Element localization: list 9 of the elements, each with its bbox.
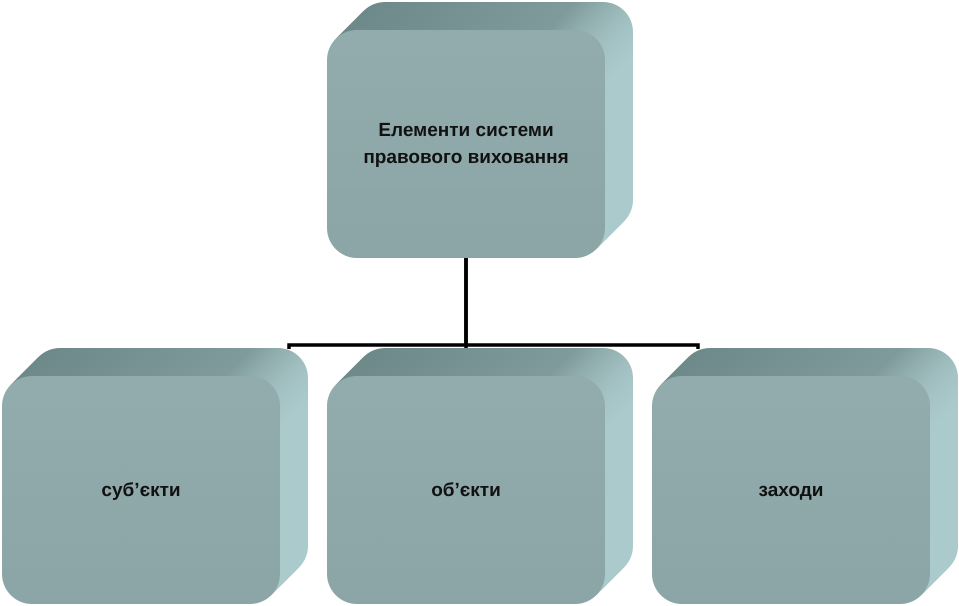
box-label: об’єкти <box>431 478 501 502</box>
rounded-box <box>2 348 308 604</box>
box-label: суб’єкти <box>101 478 181 502</box>
rounded-box <box>327 348 633 604</box>
rounded-box <box>327 2 633 258</box>
box-label: заходи <box>758 478 824 502</box>
rounded-box <box>652 348 958 604</box>
box-label: Елементи системи правового виховання <box>362 119 570 170</box>
connector-line <box>464 258 700 349</box>
